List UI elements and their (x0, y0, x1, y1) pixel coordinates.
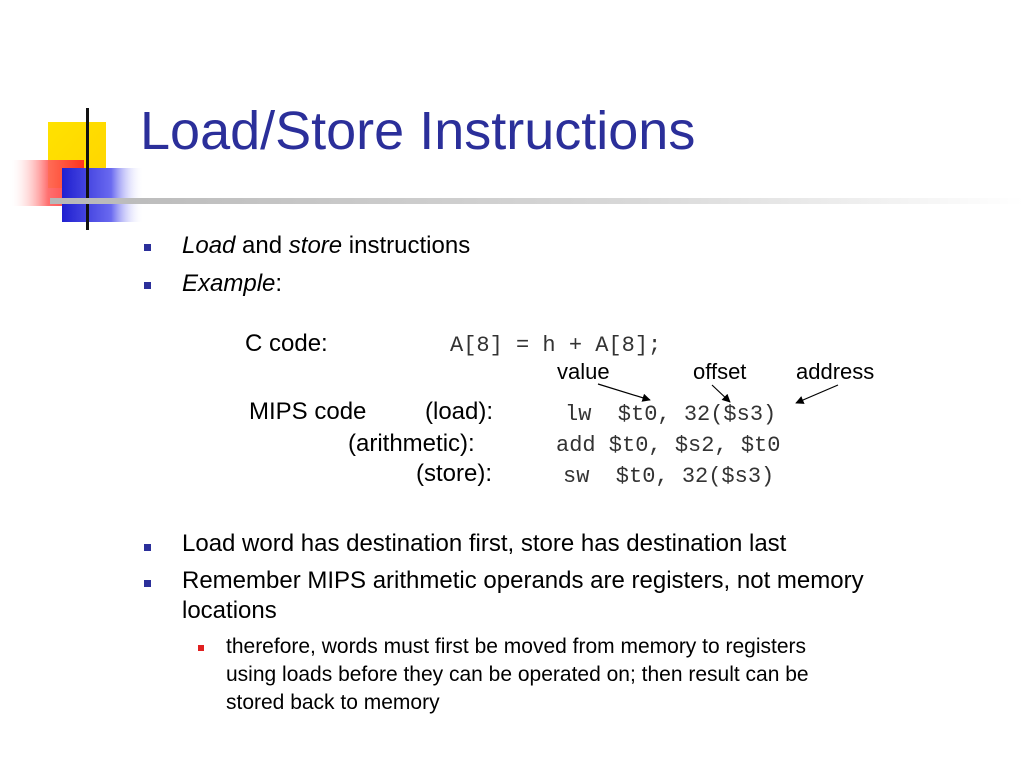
corner-logo-icon (12, 108, 144, 230)
arrow-address (795, 384, 839, 404)
sub-bullet-marker (198, 645, 204, 651)
sub-bullet-line: therefore, words must first be moved fro… (226, 635, 807, 658)
store-code-line: sw $t0, 32($s3) (563, 464, 775, 489)
bullet-marker (144, 244, 151, 251)
arith-code-line: add $t0, $s2, $t0 (556, 433, 781, 458)
c-code-line: A[8] = h + A[8]; (450, 333, 662, 358)
bullet-remember-mips-cont: locations (182, 597, 277, 624)
sub-bullet-line: stored back to memory (226, 691, 440, 714)
title-divider (50, 198, 1024, 204)
sub-bullet-therefore: therefore, words must first be moved fro… (226, 633, 1006, 717)
annotation-offset: offset (693, 359, 747, 384)
bullet-marker (144, 282, 151, 289)
bullet-example: Example: (182, 269, 282, 299)
bullet-text: and (235, 232, 289, 259)
bullet-marker (144, 544, 151, 551)
bullet-text: instructions (342, 232, 471, 259)
annotation-value: value (557, 359, 610, 384)
bullet-text: : (275, 270, 283, 297)
slide-title: Load/Store Instructions (140, 101, 696, 161)
arrow-value (597, 383, 651, 402)
store-label: (store): (416, 460, 493, 487)
bullet-load-word: Load word has destination first, store h… (182, 530, 787, 557)
bullet-text: store (288, 232, 343, 259)
bullet-remember-mips: Remember MIPS arithmetic operands are re… (182, 567, 864, 594)
sub-bullet-line: using loads before they can be operated … (226, 663, 809, 686)
c-code-label: C code: (245, 330, 328, 357)
load-label: (load): (425, 398, 494, 425)
bullet-marker (144, 580, 151, 587)
mips-code-label: MIPS code (249, 398, 367, 425)
load-code-line: lw $t0, 32($s3) (565, 402, 777, 427)
arrow-offset (711, 384, 731, 403)
annotation-address: address (796, 359, 875, 384)
bullet-text: Load (182, 232, 236, 259)
arithmetic-label: (arithmetic): (348, 430, 475, 457)
bullet-load-store: Load and store instructions (182, 231, 470, 261)
bullet-text: Example (182, 270, 276, 297)
